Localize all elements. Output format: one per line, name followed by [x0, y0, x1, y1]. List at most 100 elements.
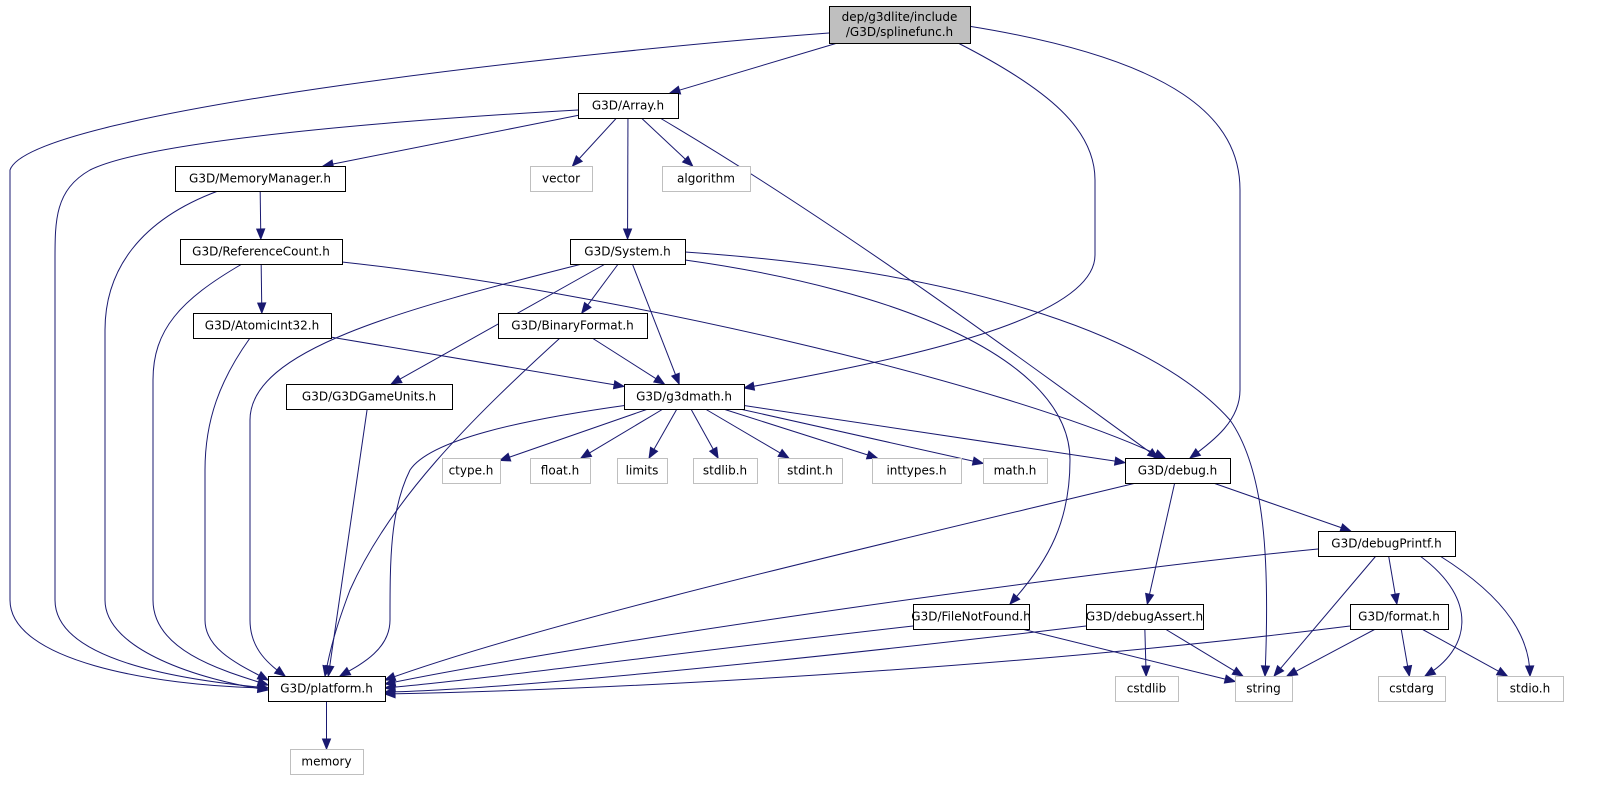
- edge-line: [1439, 555, 1531, 677]
- node-platform[interactable]: G3D/platform.h: [268, 676, 386, 702]
- node-box: [617, 458, 668, 484]
- edge-array-to-system: [622, 117, 633, 241]
- node-system[interactable]: G3D/System.h: [570, 239, 686, 265]
- edge-g3dgameunits-to-platform: [325, 408, 368, 678]
- node-label: G3D/debugPrintf.h: [1331, 537, 1441, 551]
- arrowhead-icon: [1285, 666, 1299, 677]
- edge-splinefunc-to-g3dmath: [742, 42, 1096, 391]
- node-label: G3D/FileNotFound.h: [911, 610, 1030, 624]
- edge-line: [739, 408, 975, 462]
- node-label: stdlib.h: [703, 464, 747, 478]
- arrowhead-icon: [1423, 666, 1437, 677]
- node-box: [662, 166, 751, 192]
- node-debugprintf[interactable]: G3D/debugPrintf.h: [1318, 531, 1456, 557]
- edge-splinefunc-to-platform: [9, 32, 830, 693]
- edge-g3dmath-to-inttypes: [723, 408, 879, 460]
- node-cstdlib: cstdlib: [1115, 676, 1179, 702]
- edge-line: [384, 625, 1087, 693]
- node-memory: memory: [290, 749, 364, 775]
- edge-system-to-g3dmath: [631, 263, 680, 386]
- node-label: G3D/platform.h: [280, 682, 373, 696]
- node-atomicint32[interactable]: G3D/AtomicInt32.h: [193, 313, 332, 339]
- edge-line: [9, 32, 830, 689]
- node-box: [530, 166, 593, 192]
- edge-line: [578, 117, 617, 160]
- node-box: [1125, 458, 1231, 484]
- node-box: [268, 676, 386, 702]
- edge-line: [152, 263, 269, 686]
- arrowhead-icon: [1231, 666, 1244, 677]
- node-label: float.h: [541, 464, 579, 478]
- node-label: G3D/g3dmath.h: [636, 390, 732, 404]
- edge-memorymanager-to-referencecount: [255, 190, 266, 241]
- node-debug[interactable]: G3D/debug.h: [1125, 458, 1231, 484]
- node-label: G3D/format.h: [1358, 610, 1440, 624]
- arrowhead-icon: [1223, 674, 1237, 684]
- node-label: math.h: [994, 464, 1037, 478]
- edge-line: [684, 251, 1268, 677]
- edge-line: [1279, 555, 1377, 670]
- node-referencecount[interactable]: G3D/ReferenceCount.h: [180, 239, 343, 265]
- node-box: [829, 6, 971, 44]
- node-label: cstdlib: [1127, 682, 1166, 696]
- node-filenotfound[interactable]: G3D/FileNotFound.h: [911, 604, 1031, 630]
- arrowhead-icon: [256, 677, 270, 687]
- edge-line: [723, 408, 869, 456]
- edge-atomicint32-to-platform: [204, 337, 270, 681]
- node-label: stdint.h: [787, 464, 833, 478]
- node-debugassert[interactable]: G3D/debugAssert.h: [1086, 604, 1204, 630]
- edge-line: [330, 336, 616, 386]
- edge-referencecount-to-platform: [152, 263, 270, 687]
- edge-line: [384, 482, 1137, 681]
- node-array[interactable]: G3D/Array.h: [578, 93, 679, 119]
- edge-line: [690, 408, 715, 451]
- arrowhead-icon: [1273, 664, 1285, 678]
- node-binaryformat[interactable]: G3D/BinaryFormat.h: [498, 313, 648, 339]
- arrowhead-icon: [1009, 593, 1021, 606]
- node-box: [1497, 676, 1564, 702]
- node-splinefunc[interactable]: dep/g3dlite/include/G3D/splinefunc.h: [829, 6, 971, 44]
- edge-line: [641, 117, 687, 161]
- arrowhead-icon: [1113, 456, 1127, 466]
- node-g3dmath[interactable]: G3D/g3dmath.h: [624, 384, 745, 410]
- arrowhead-icon: [708, 446, 719, 460]
- edge-system-to-binaryformat: [580, 263, 619, 315]
- arrowhead-icon: [612, 379, 626, 390]
- node-label: memory: [301, 755, 351, 769]
- node-format[interactable]: G3D/format.h: [1350, 604, 1449, 630]
- node-math: math.h: [983, 458, 1048, 484]
- edge-format-to-stdio: [1421, 628, 1509, 677]
- edge-line: [331, 114, 579, 165]
- arrowhead-icon: [1145, 592, 1155, 606]
- edge-line: [1213, 482, 1343, 529]
- edge-g3dmath-to-float: [579, 408, 664, 459]
- edge-referencecount-to-debug: [341, 261, 1167, 459]
- edge-system-to-filenotfound: [684, 259, 1071, 606]
- edge-memorymanager-to-platform: [104, 190, 270, 694]
- arrowhead-icon: [383, 689, 396, 699]
- node-memorymanager[interactable]: G3D/MemoryManager.h: [175, 166, 346, 192]
- node-g3dgameunits[interactable]: G3D/G3DGameUnits.h: [286, 384, 453, 410]
- edge-g3dmath-to-ctype: [498, 408, 649, 462]
- edge-line: [204, 337, 269, 681]
- arrowhead-icon: [256, 683, 270, 694]
- node-box: [530, 458, 591, 484]
- arrowhead-icon: [670, 372, 680, 386]
- edge-debug-to-platform: [383, 482, 1137, 681]
- edge-debug-to-debugprintf: [1213, 482, 1352, 533]
- node-box: [1378, 676, 1446, 702]
- arrowhead-icon: [1260, 665, 1271, 678]
- edge-line: [743, 405, 1117, 462]
- edge-g3dmath-to-platform: [338, 404, 629, 677]
- arrowhead-icon: [652, 374, 666, 385]
- arrowhead-icon: [1390, 592, 1400, 606]
- arrowhead-icon: [1153, 449, 1167, 459]
- edge-format-to-platform: [383, 625, 1351, 699]
- edge-debug-to-debugassert: [1145, 482, 1176, 606]
- edge-debugassert-to-cstdlib: [1141, 628, 1151, 678]
- node-box: [1115, 676, 1179, 702]
- arrowhead-icon: [648, 446, 659, 460]
- edge-line: [1400, 628, 1409, 668]
- node-label: inttypes.h: [886, 464, 946, 478]
- edge-platform-to-memory: [321, 701, 332, 751]
